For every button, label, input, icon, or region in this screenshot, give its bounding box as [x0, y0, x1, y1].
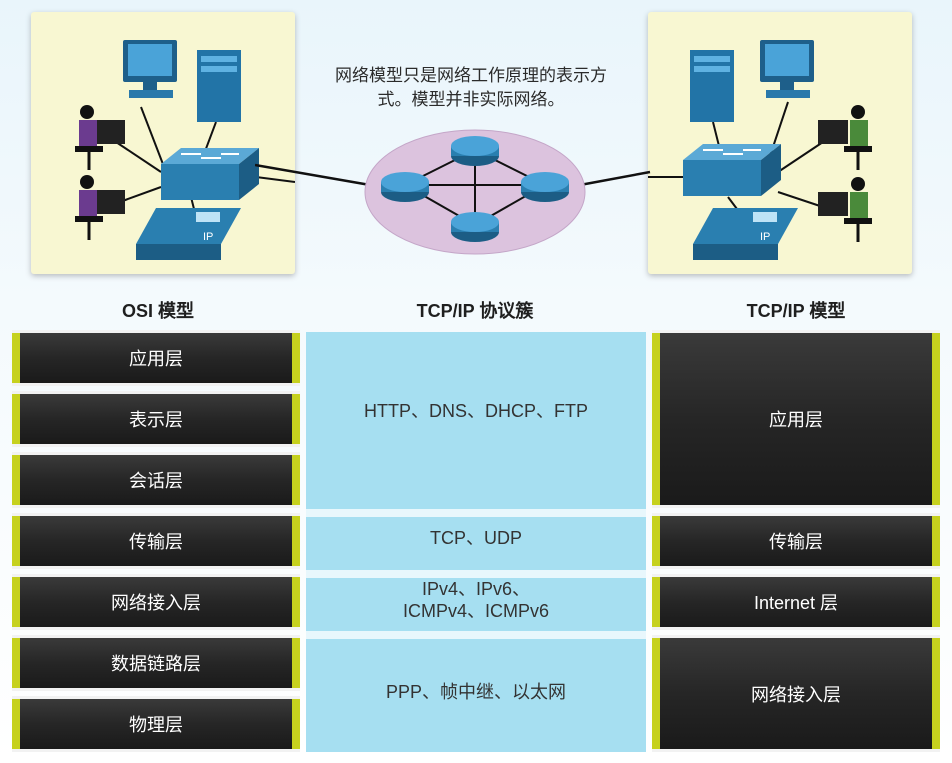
- link-protocols: PPP、帧中继、以太网: [385, 682, 567, 702]
- desktop-computer-icon: [760, 40, 814, 98]
- osi-layer-label: 表示层: [12, 394, 300, 444]
- osi-layer-session: 会话层: [12, 452, 300, 508]
- protocol-divider: [306, 570, 646, 578]
- osi-layer-network: 网络接入层: [12, 574, 300, 630]
- tcp-layer-label: 应用层: [652, 333, 940, 505]
- ip-phone-icon: IP: [136, 208, 241, 260]
- switch-icon: [683, 144, 781, 196]
- router-icon: [381, 172, 429, 202]
- server-icon: [197, 50, 241, 122]
- note-line-1: 网络模型只是网络工作原理的表示方: [335, 66, 607, 85]
- router-icon: [451, 136, 499, 166]
- tcp-layer-network-access: 网络接入层: [652, 635, 940, 752]
- osi-network-panel: IP: [31, 12, 296, 274]
- osi-layer-label: 网络接入层: [12, 577, 300, 627]
- router-icon: [451, 212, 499, 242]
- osi-layer-datalink: 数据链路层: [12, 635, 300, 691]
- user-workstation-icon: [818, 105, 872, 170]
- protocol-divider: [306, 509, 646, 517]
- tcp-layer-internet: Internet 层: [652, 574, 940, 630]
- tcpip-network-panel: IP: [648, 12, 912, 274]
- switch-icon: [161, 148, 259, 200]
- internet-protocols-line-2: ICMPv4、ICMPv6: [402, 601, 550, 621]
- transport-protocols: TCP、UDP: [429, 528, 522, 548]
- model-note: 网络模型只是网络工作原理的表示方 式。模型并非实际网络。: [306, 64, 636, 112]
- tcp-layer-label: 传输层: [652, 516, 940, 566]
- osi-layer-label: 数据链路层: [12, 638, 300, 688]
- note-line-2: 式。模型并非实际网络。: [377, 90, 565, 109]
- osi-layer-transport: 传输层: [12, 513, 300, 569]
- tcpip-network-illustration: IP: [648, 40, 872, 260]
- router-icon: [521, 172, 569, 202]
- router-cloud: [255, 129, 651, 255]
- internet-protocols-line-1: IPv4、IPv6、: [421, 579, 531, 599]
- user-workstation-icon: [75, 175, 125, 240]
- tcp-layer-label: 网络接入层: [652, 638, 940, 749]
- osi-layer-label: 物理层: [12, 699, 300, 749]
- osi-model-title: OSI 模型: [121, 301, 194, 321]
- user-workstation-icon: [818, 177, 872, 242]
- ip-label: IP: [760, 231, 770, 243]
- internet-protocols: IPv4、IPv6、 ICMPv4、ICMPv6: [306, 578, 646, 622]
- tcp-layer-label: Internet 层: [652, 577, 940, 627]
- protocol-divider: [306, 631, 646, 639]
- osi-layer-application: 应用层: [12, 330, 300, 386]
- tcp-layer-transport: 传输层: [652, 513, 940, 569]
- server-icon: [690, 50, 734, 122]
- osi-layer-label: 会话层: [12, 455, 300, 505]
- application-protocols: HTTP、DNS、DHCP、FTP: [364, 401, 588, 421]
- ip-label: IP: [203, 231, 213, 243]
- tcpip-suite-title: TCP/IP 协议簇: [416, 301, 534, 321]
- tcp-layer-application: 应用层: [652, 330, 940, 508]
- osi-layer-label: 传输层: [12, 516, 300, 566]
- user-workstation-icon: [75, 105, 125, 170]
- desktop-computer-icon: [123, 40, 177, 98]
- osi-layer-presentation: 表示层: [12, 391, 300, 447]
- tcpip-model-title: TCP/IP 模型: [746, 301, 846, 321]
- osi-network-illustration: IP: [75, 40, 296, 260]
- osi-layer-label: 应用层: [12, 333, 300, 383]
- protocol-suite-column: [306, 332, 646, 752]
- osi-layer-physical: 物理层: [12, 696, 300, 752]
- ip-phone-icon: IP: [693, 208, 798, 260]
